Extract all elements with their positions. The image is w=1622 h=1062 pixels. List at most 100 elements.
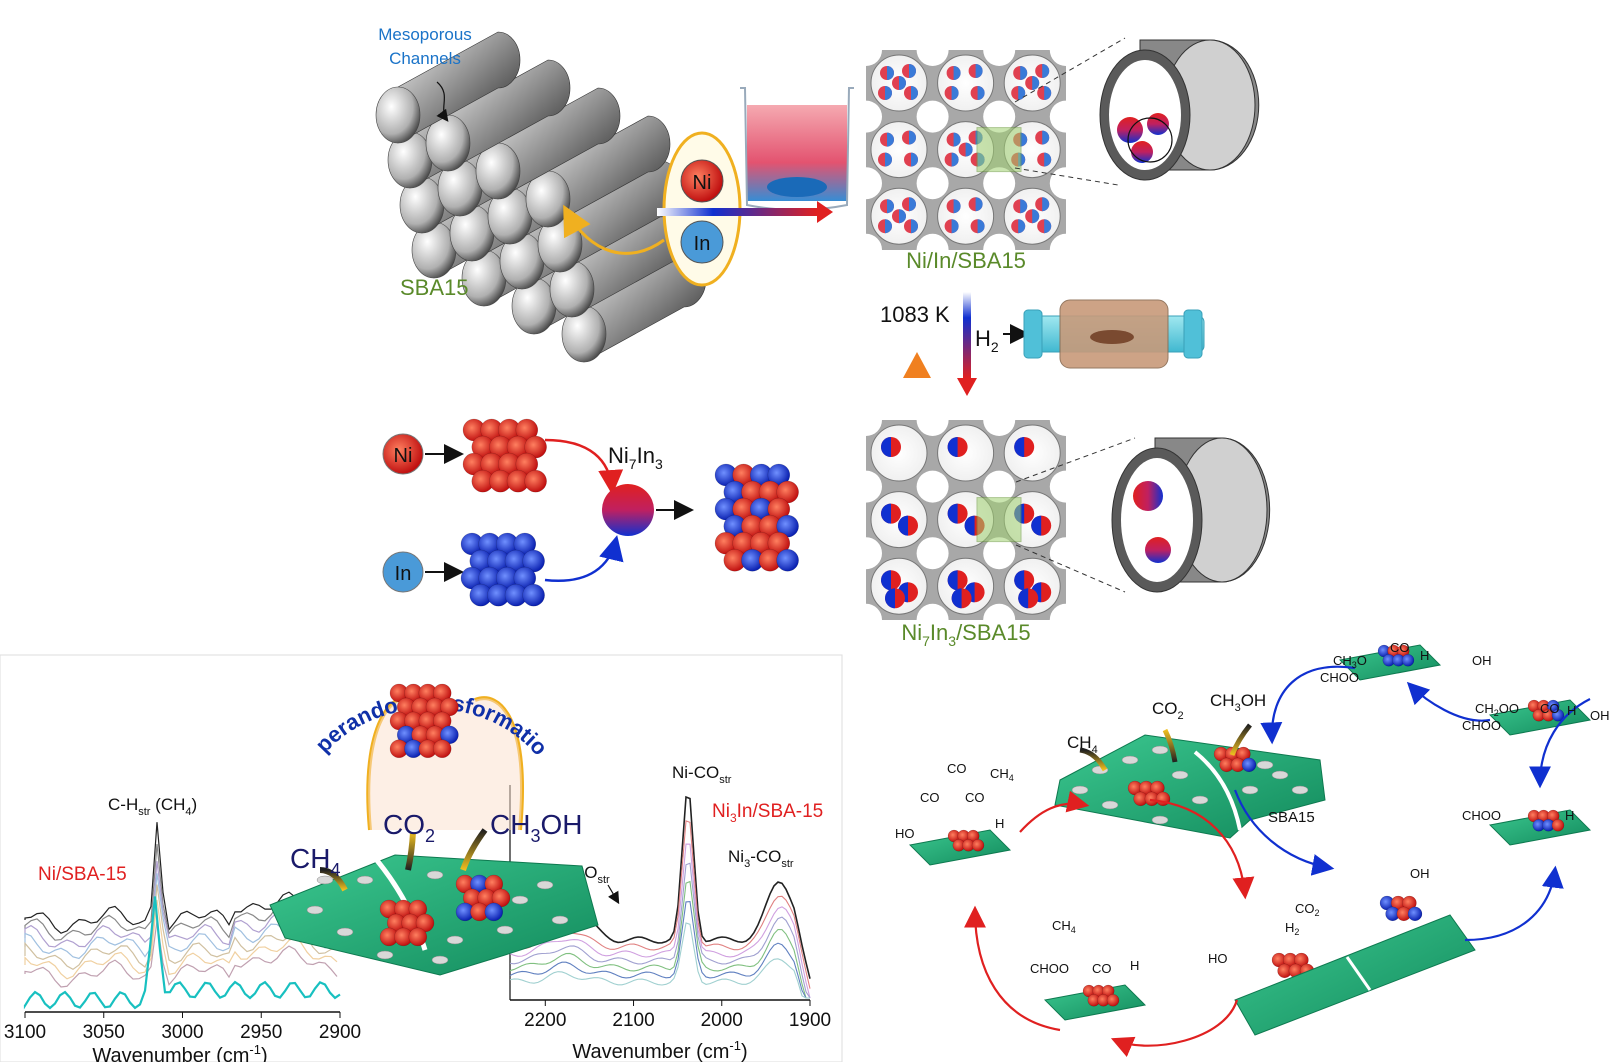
label-oh-c: OH bbox=[1410, 866, 1430, 881]
sba15-cylinder bbox=[375, 31, 521, 144]
alloy-pore-grid bbox=[850, 404, 1082, 636]
catalyst-surface-left bbox=[269, 828, 599, 976]
process-arrow-head bbox=[817, 201, 833, 223]
zoom-cylinder-precursor bbox=[1014, 37, 1260, 186]
in-to-alloy-arrow bbox=[544, 535, 624, 583]
sba15-cylinder-bundle bbox=[375, 31, 707, 363]
in-precursor-ball bbox=[680, 220, 724, 264]
spectrum-right: 2200 2100 2000 1900 bbox=[509, 785, 831, 1031]
h2-label: H2 bbox=[975, 326, 999, 355]
sba15-cylinder bbox=[475, 87, 621, 200]
central-catalyst-surface bbox=[1054, 723, 1423, 979]
mechanism-cycle-arrows bbox=[964, 665, 1591, 1058]
spectrum-right-tick-label: 1900 bbox=[789, 1010, 831, 1031]
spectrum-left-tick-label: 2950 bbox=[240, 1022, 282, 1043]
co2-adsorb-arrow bbox=[405, 831, 416, 871]
impregnated-label: Ni/In/SBA15 bbox=[906, 248, 1026, 273]
mechanism-plate bbox=[908, 829, 1012, 866]
label-co-b: CO bbox=[1092, 961, 1112, 976]
label-oh-rm: OH bbox=[1590, 708, 1610, 723]
spectrum-right-tick-label: 2000 bbox=[701, 1010, 743, 1031]
label-co-rm: CO bbox=[1540, 701, 1560, 716]
alloy-label: Ni7In3/SBA15 bbox=[901, 620, 1030, 649]
label-choo-rm: CHOO bbox=[1462, 718, 1501, 733]
ni-precursor-ball bbox=[680, 159, 724, 203]
sba15-cylinder bbox=[525, 115, 671, 228]
ch3oh-label-right: CH3OH bbox=[1210, 691, 1266, 714]
label-choo-rl: CHOO bbox=[1462, 808, 1501, 823]
label-co2-c: CO2 bbox=[1295, 901, 1320, 918]
in-atom-symbol: In bbox=[395, 563, 412, 585]
label-co-a1: CO bbox=[947, 761, 967, 776]
ni-precursor-symbol: Ni bbox=[693, 172, 712, 194]
mechanism-labels: CO CO CO CH4 HO H CH4 CHOO CO H HO CO2 H… bbox=[895, 640, 1610, 976]
in-precursor-symbol: In bbox=[694, 233, 711, 255]
spectrum-right-tick-label: 2100 bbox=[612, 1010, 654, 1031]
impregnated-pore-grid bbox=[850, 34, 1082, 266]
spectrum-right-sample-label: Ni3In/SBA-15 bbox=[712, 801, 823, 825]
impregnation-arrow bbox=[563, 204, 665, 255]
label-ho-c: HO bbox=[1208, 951, 1228, 966]
alloy-cluster bbox=[714, 463, 799, 572]
ni-to-alloy-arrow bbox=[544, 438, 624, 495]
ni7in3-label: Ni7In3 bbox=[608, 443, 663, 472]
spectrum-left-peak-label: C-Hstr (CH4) bbox=[108, 795, 197, 818]
spectrum-left-tick-label: 3100 bbox=[4, 1022, 46, 1043]
spectrum-right-peak-label1: Ni-COstr bbox=[672, 763, 732, 786]
mechanism-plate bbox=[1043, 984, 1147, 1021]
label-ch3o: CH3O bbox=[1333, 653, 1367, 670]
label-h-rl: H bbox=[1565, 808, 1574, 823]
label-co-a3: CO bbox=[965, 790, 985, 805]
label-oh-top: OH bbox=[1472, 653, 1492, 668]
mechanism-plate bbox=[1488, 699, 1592, 736]
label-ch4-a: CH4 bbox=[990, 766, 1014, 783]
label-h-top: H bbox=[1420, 648, 1429, 663]
channels-label: Channels bbox=[389, 49, 461, 68]
in-atom-badge bbox=[382, 551, 424, 593]
bottom-long-surface bbox=[1234, 914, 1476, 1036]
zoom-cylinder-alloy bbox=[1015, 437, 1271, 593]
spectrum-right-xlabel: Wavenumber (cm-1) bbox=[572, 1038, 747, 1062]
co2-label-left: CO2 bbox=[383, 809, 435, 846]
spectrum-left-tick-label: 3050 bbox=[83, 1022, 125, 1043]
in-cluster bbox=[460, 532, 545, 607]
process-arrow-vertical-head bbox=[957, 378, 977, 396]
label-co-a2: CO bbox=[920, 790, 940, 805]
spectrum-right-peak-label2: Ni3-COstr bbox=[728, 847, 794, 870]
label-h-rm: H bbox=[1567, 703, 1576, 718]
label-ch4-b: CH4 bbox=[1052, 918, 1076, 935]
process-arrow-vertical bbox=[963, 292, 971, 378]
label-co-top: CO bbox=[1390, 640, 1410, 655]
label-ch2oo: CH2OO bbox=[1475, 701, 1519, 718]
spectrum-left-sample-label: Ni/SBA-15 bbox=[38, 864, 127, 885]
spectrum-left-xlabel: Wavenumber (cm-1) bbox=[92, 1042, 267, 1062]
co2-label-right: CO2 bbox=[1152, 699, 1184, 722]
spectrum-left-tick-label: 2900 bbox=[319, 1022, 361, 1043]
tube-furnace-icon bbox=[1023, 299, 1205, 369]
alloy-ball bbox=[602, 484, 654, 536]
ni-atom-symbol: Ni bbox=[394, 445, 413, 467]
ni-cluster bbox=[462, 418, 547, 493]
label-ho-a: HO bbox=[895, 826, 915, 841]
ch3oh-release-arrow bbox=[460, 828, 488, 872]
spectrum-left-tick-label: 3000 bbox=[161, 1022, 203, 1043]
label-choo-b: CHOO bbox=[1030, 961, 1069, 976]
spectra-panel-border bbox=[0, 654, 843, 1062]
ch4-label-left: CH4 bbox=[290, 843, 340, 880]
label-choo-top: CHOO bbox=[1320, 670, 1359, 685]
process-arrow-horizontal bbox=[657, 208, 817, 216]
label-h2-c: H2 bbox=[1285, 920, 1299, 937]
ch4-release-arrow bbox=[319, 867, 348, 892]
ch4-label-right: CH4 bbox=[1067, 733, 1098, 756]
heat-triangle-icon bbox=[903, 352, 931, 378]
spectrum-right-tick-label: 2200 bbox=[524, 1010, 566, 1031]
mesoporous-label: Mesoporous bbox=[378, 25, 472, 44]
channel-pointer-arrow bbox=[436, 81, 449, 122]
temperature-label: 1083 K bbox=[880, 302, 950, 327]
ni-atom-badge bbox=[382, 433, 424, 475]
label-h-b: H bbox=[1130, 958, 1139, 973]
beaker-icon bbox=[740, 87, 854, 211]
label-h-a: H bbox=[995, 816, 1004, 831]
sba15-label: SBA15 bbox=[400, 275, 469, 300]
